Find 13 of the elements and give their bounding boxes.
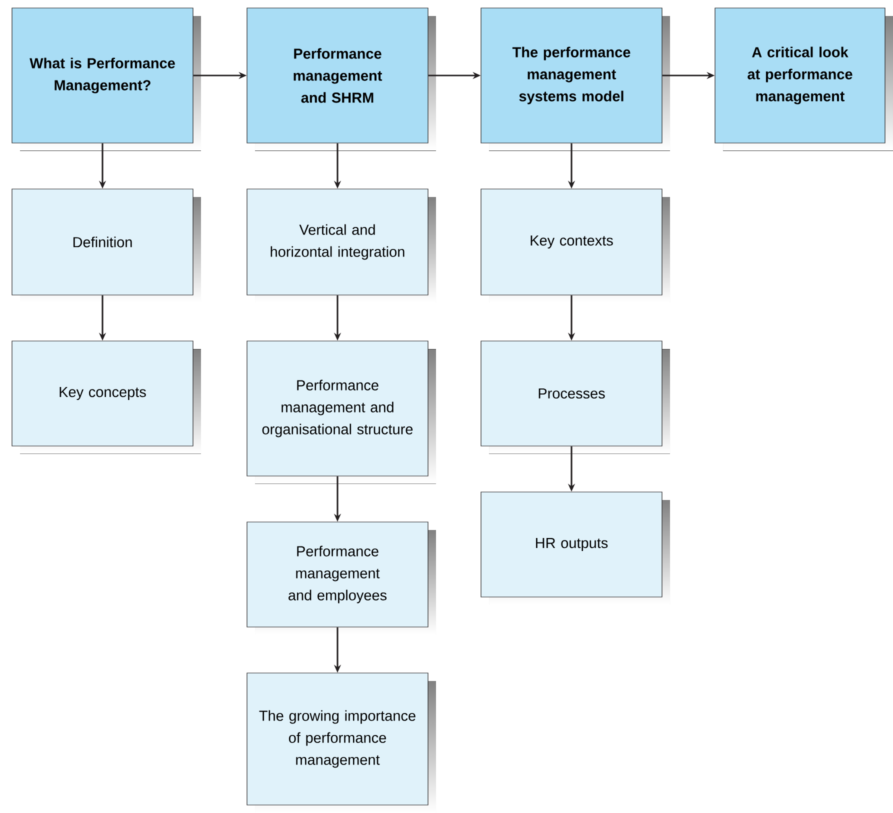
topic-box: Processes (480, 340, 670, 454)
topic-box: Definition (12, 188, 201, 303)
heading-box: The performance management systems model (480, 8, 670, 151)
topic-box: Key contexts (480, 188, 670, 303)
topic-box: Vertical and horizontal integration (246, 188, 436, 303)
topic-box: The growing importance of performance management (246, 672, 436, 813)
heading-box: What is Performance Management? (12, 8, 201, 151)
topic-box: Performance management and employees (246, 522, 436, 635)
topic-box: HR outputs (480, 492, 670, 605)
heading-box: A critical look at performance management (714, 8, 893, 151)
topic-box: Performance management and organisational structure (246, 340, 436, 484)
heading-box: Performance management and SHRM (246, 8, 436, 151)
topic-box: Key concepts (12, 340, 201, 454)
